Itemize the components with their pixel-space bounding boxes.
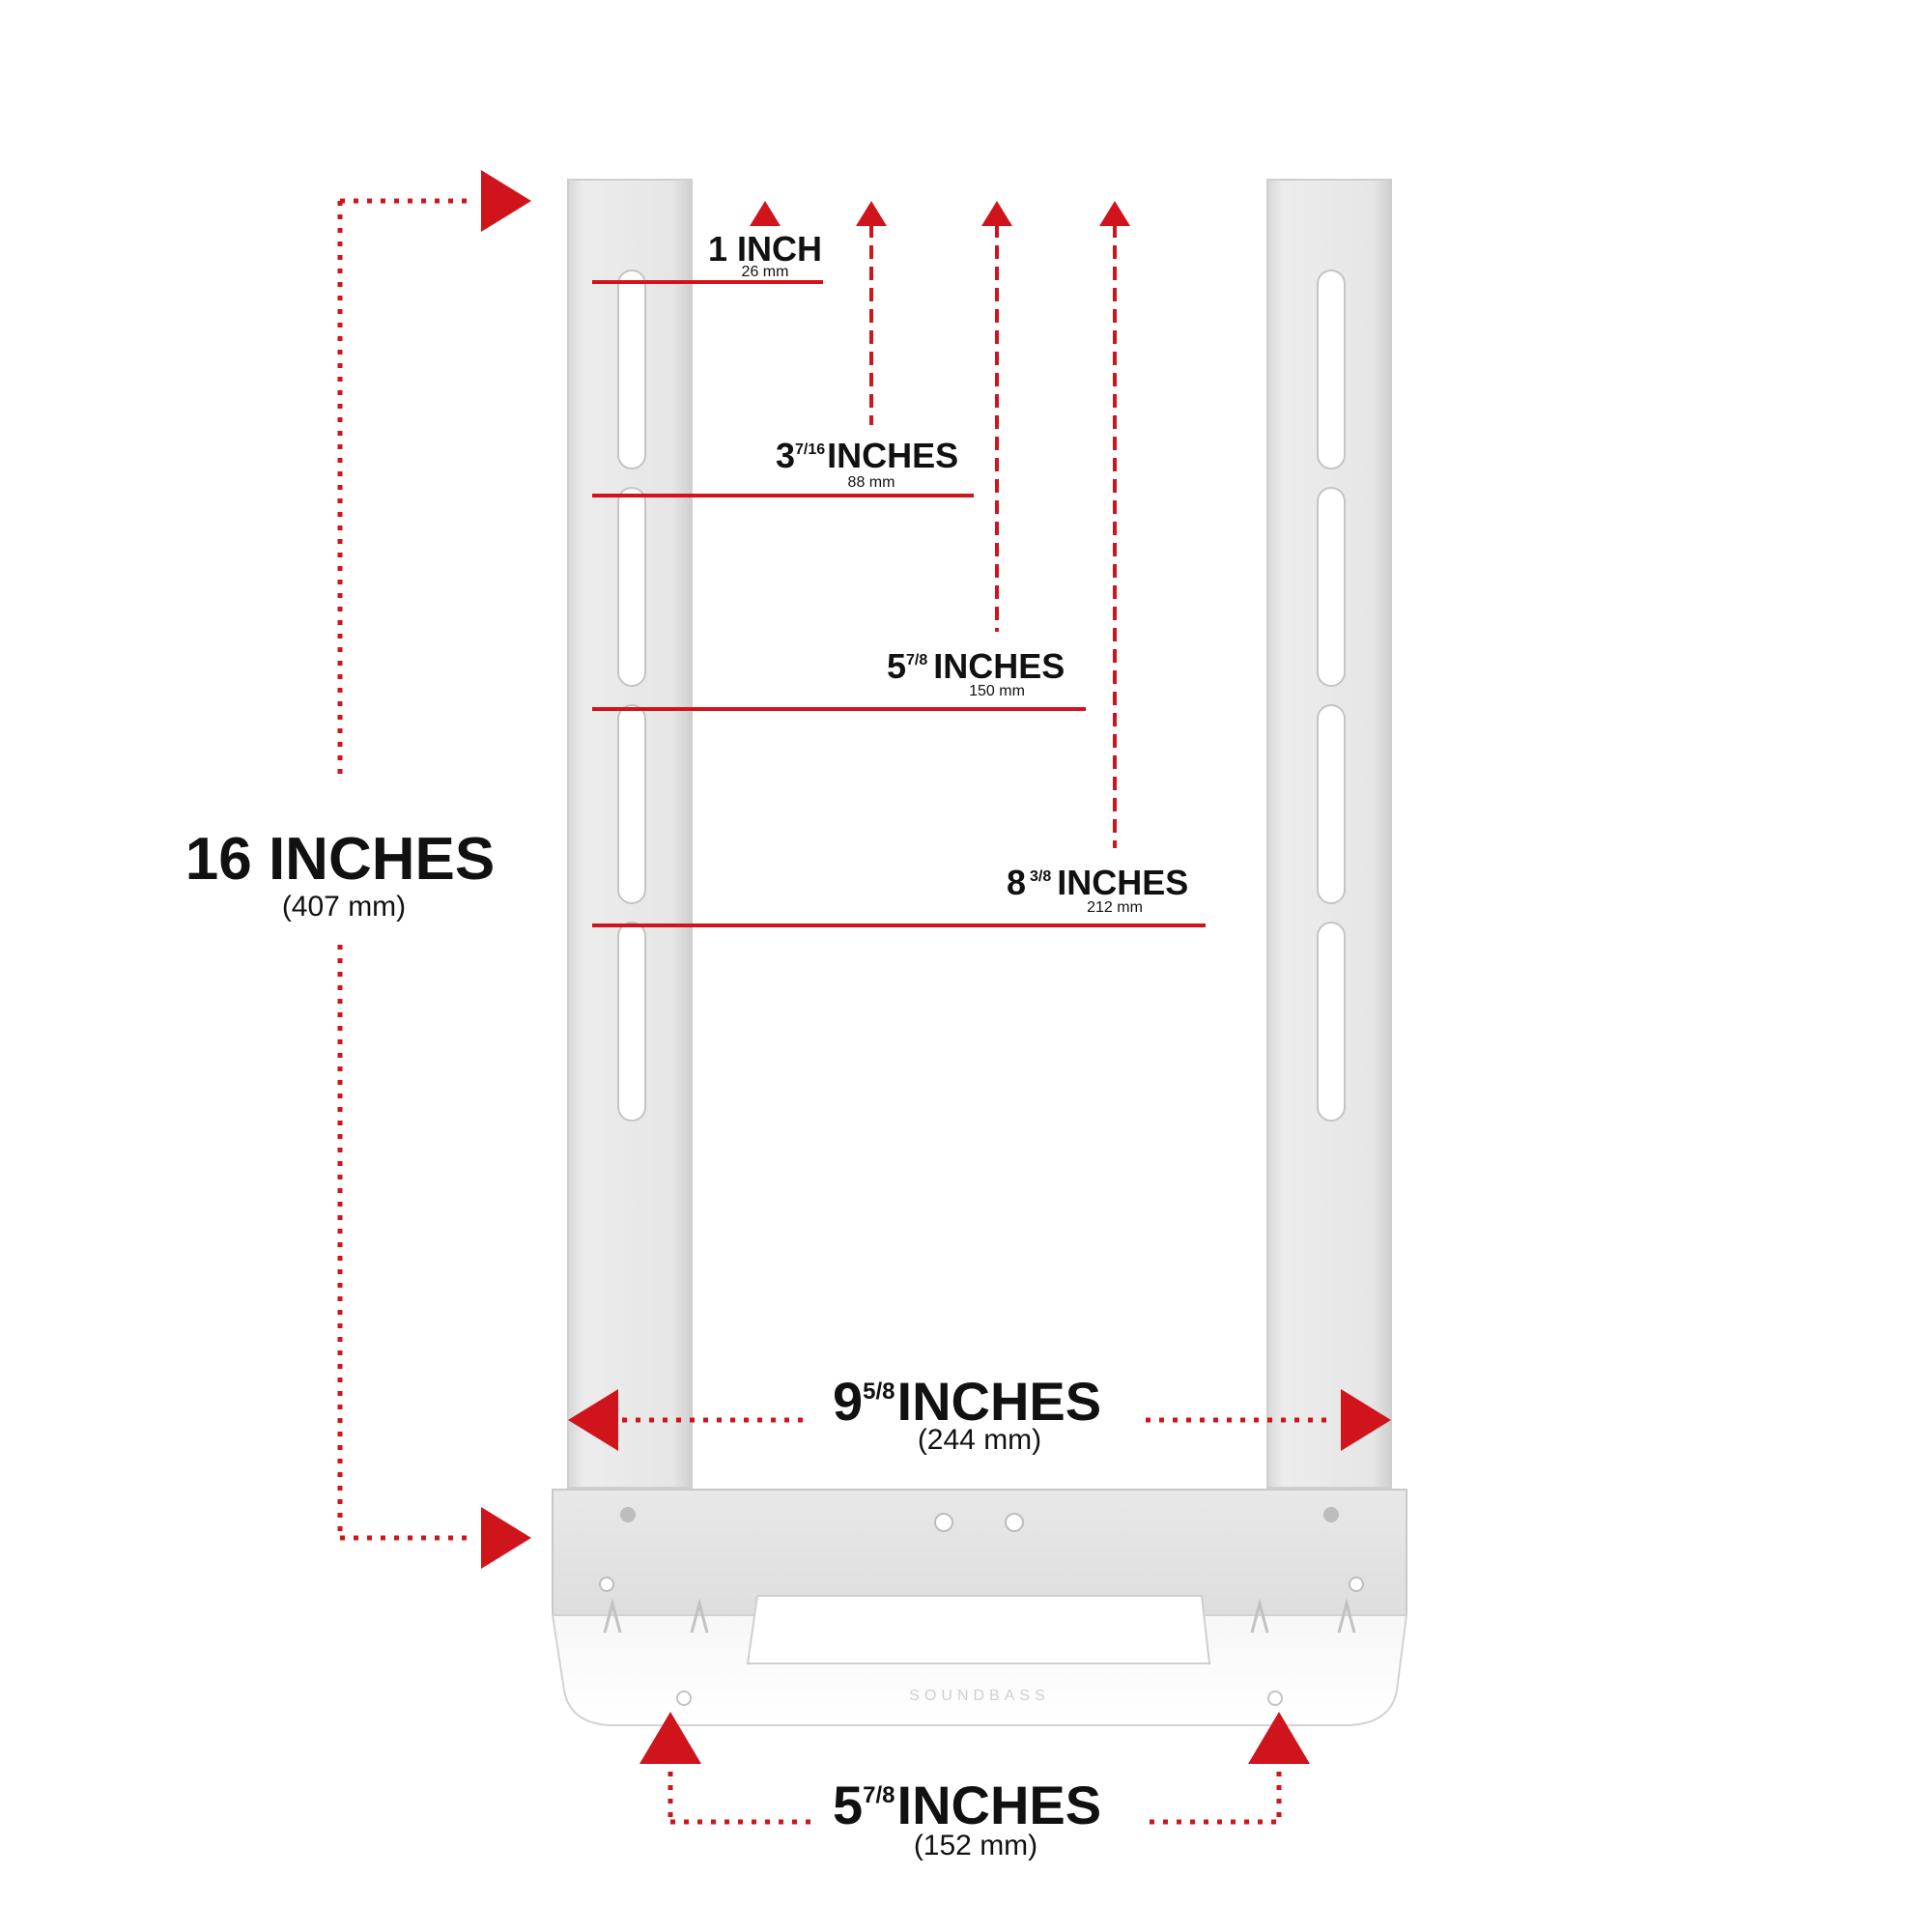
tray-cutout xyxy=(746,1595,1211,1664)
base-center-hole xyxy=(934,1513,953,1532)
slot-marker-label: 1 INCH xyxy=(708,229,822,269)
tray-tab xyxy=(603,1598,622,1634)
right-arm-slot xyxy=(1317,270,1346,469)
arrow-up-icon xyxy=(1099,201,1130,226)
right-arm xyxy=(1266,179,1392,1489)
tray-tab xyxy=(1250,1598,1269,1634)
left-arm-slot xyxy=(617,704,646,904)
arrow-right-icon xyxy=(1341,1389,1391,1451)
arrow-up-icon xyxy=(856,201,887,226)
right-arm-slot xyxy=(1317,922,1346,1122)
tray-tab xyxy=(1337,1598,1356,1634)
arrow-left-icon xyxy=(568,1389,618,1451)
brand-engraving: SOUNDBASS xyxy=(909,1688,1049,1704)
base-screw-hole xyxy=(620,1507,636,1522)
base-hole-label: 57/8INCHES xyxy=(833,1775,1101,1835)
arrow-up-icon xyxy=(639,1712,701,1764)
arm-spacing-label: 95/8INCHES xyxy=(833,1371,1101,1432)
height-metric: (407 mm) xyxy=(282,891,406,923)
right-arm-slot xyxy=(1317,704,1346,904)
slot-marker-metric: 212 mm xyxy=(1087,899,1143,916)
slot-marker-metric: 26 mm xyxy=(742,264,789,280)
slot-marker-metric: 150 mm xyxy=(969,683,1025,699)
base-hole-dimension: 57/8INCHES (152 mm) xyxy=(639,1712,1310,1861)
arrow-right-icon xyxy=(481,1507,531,1569)
arrow-up-icon xyxy=(750,201,781,226)
base-hole-metric: (152 mm) xyxy=(914,1830,1037,1861)
height-label: 16 INCHES xyxy=(185,826,495,893)
base-side-hole xyxy=(1349,1577,1364,1592)
base-side-hole xyxy=(599,1577,614,1592)
base-center-hole xyxy=(1005,1513,1024,1532)
tray-hole xyxy=(1267,1690,1283,1706)
base-screw-hole xyxy=(1323,1507,1339,1522)
arm-spacing-dimension: 95/8INCHES (244 mm) xyxy=(568,1371,1391,1456)
overall-height-dimension: 16 INCHES (407 mm) xyxy=(185,170,531,1569)
tray-tab xyxy=(690,1598,709,1634)
slot-marker-label: 37/16INCHES xyxy=(776,436,958,475)
tray-hole xyxy=(676,1690,692,1706)
arrow-right-icon xyxy=(481,170,531,232)
left-arm-slot xyxy=(617,270,646,469)
arm-spacing-metric: (244 mm) xyxy=(918,1424,1041,1456)
base-plate: SOUNDBASS xyxy=(551,1489,1408,1726)
arrow-up-icon xyxy=(1248,1712,1310,1764)
right-arm-slot xyxy=(1317,487,1346,687)
left-arm xyxy=(567,179,693,1489)
slot-marker-metric: 88 mm xyxy=(848,474,895,491)
left-arm-slot xyxy=(617,922,646,1122)
left-arm-slot xyxy=(617,487,646,687)
arrow-up-icon xyxy=(981,201,1012,226)
